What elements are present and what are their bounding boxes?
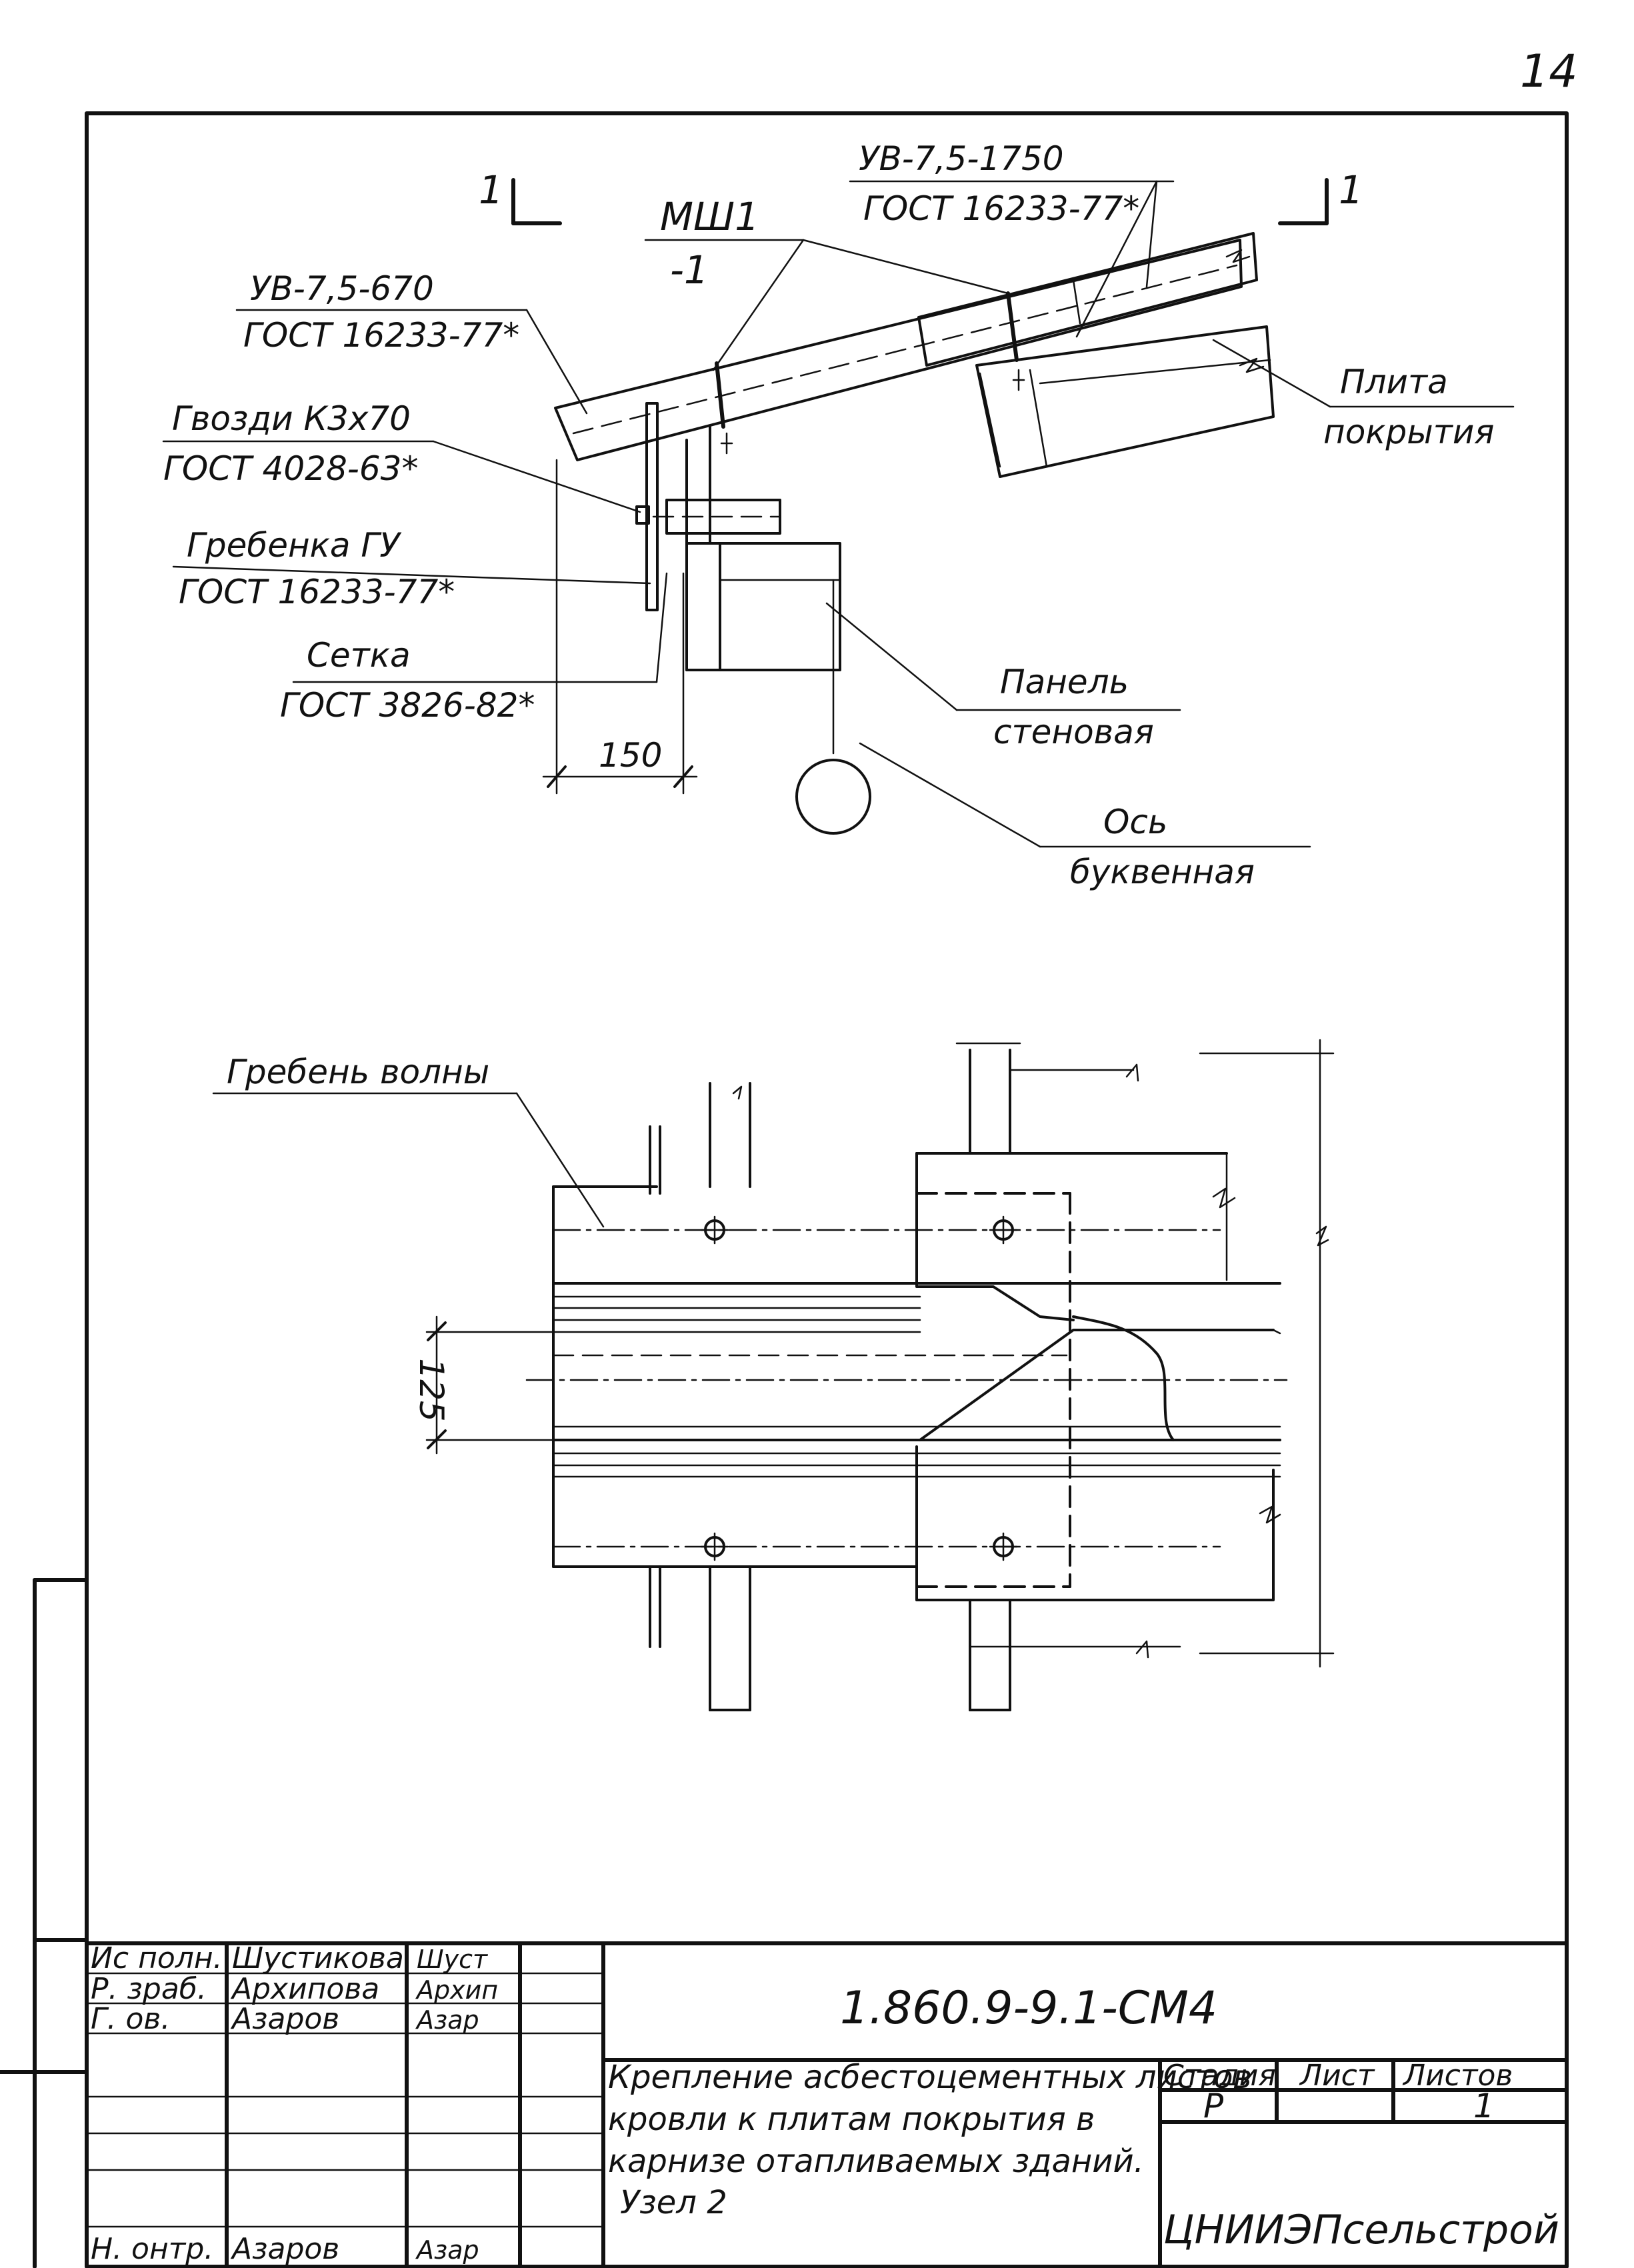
section-mark-left: 1	[479, 167, 562, 225]
title-line-4: Узел 2	[620, 2184, 727, 2221]
comb-element	[635, 402, 659, 611]
role-1: Р. зраб.	[91, 1972, 207, 2006]
section-view: 1 1	[162, 139, 1515, 891]
svg-text:УВ-7,5-670: УВ-7,5-670	[250, 269, 434, 308]
svg-text:буквенная: буквенная	[1070, 853, 1255, 891]
title-line-3: карнизе отапливаемых зданий.	[608, 2143, 1144, 2180]
role-2-signature: Азар	[415, 2005, 479, 2035]
svg-text:ГОСТ 4028-63*: ГОСТ 4028-63*	[163, 449, 418, 488]
axis-circle	[795, 579, 871, 835]
svg-text:150: 150	[599, 736, 662, 775]
svg-text:МШ1: МШ1	[660, 194, 759, 239]
plan-sheet-lower	[525, 1185, 1288, 1568]
roof-sheet-upper	[917, 232, 1258, 367]
role-0-signature: Шуст	[417, 1945, 489, 1974]
fastener-right	[1006, 291, 1025, 391]
role-6: Н. онтр.	[91, 2232, 213, 2266]
label-ub-1750: УВ-7,5-1750 ГОСТ 16233-77*	[849, 139, 1175, 338]
sheets-value: 1	[1473, 2087, 1495, 2125]
svg-text:УВ-7,5-1750: УВ-7,5-1750	[859, 139, 1064, 178]
role-0: Ис полн.	[91, 1941, 223, 1975]
role-1-signature: Архип	[415, 1975, 498, 2005]
svg-text:ГОСТ 3826-82*: ГОСТ 3826-82*	[280, 686, 535, 725]
plan-dimension-right	[1199, 1039, 1335, 1668]
plan-battens	[649, 1042, 1181, 1711]
svg-text:ГОСТ 16233-77*: ГОСТ 16233-77*	[243, 316, 519, 355]
label-comb: Гребенка ГУ ГОСТ 16233-77*	[172, 526, 651, 611]
plan-view: 125 Гребень волны	[212, 1039, 1335, 1711]
wall-panel	[652, 425, 841, 671]
sheets-header: Листов	[1402, 2059, 1513, 2093]
title-line-1: Крепление асбестоцементных листов	[608, 2059, 1252, 2096]
fastener-left	[715, 361, 733, 455]
svg-text:1: 1	[479, 167, 503, 213]
label-msh1: МШ1 -1	[644, 194, 1009, 371]
label-panel: Панель стеновая	[825, 602, 1181, 751]
plan-bolts	[700, 1215, 1018, 1561]
role-2: Г. ов.	[91, 2002, 170, 2036]
roof-sheet-eave	[554, 239, 1243, 461]
section-mark-right: 1	[1278, 167, 1363, 225]
svg-text:покрытия: покрытия	[1323, 413, 1494, 451]
title-line-2: кровли к плитам покрытия в	[608, 2101, 1095, 2138]
svg-text:-1: -1	[670, 247, 709, 293]
drawing-frame	[85, 111, 1569, 2268]
document-code: 1.860.9-9.1-СМ4	[840, 1982, 1217, 2035]
dimension-150: 150	[542, 459, 698, 795]
svg-text:1: 1	[1339, 167, 1363, 213]
label-axis: Ось буквенная	[859, 742, 1311, 891]
svg-text:Сетка: Сетка	[307, 636, 411, 675]
roof-slab	[975, 325, 1275, 478]
label-crest: Гребень волны	[212, 1053, 605, 1228]
role-6-name: Азаров	[230, 2232, 339, 2266]
stage-header: Стадия	[1163, 2059, 1276, 2093]
svg-text:Гвозди К3х70: Гвозди К3х70	[172, 399, 411, 438]
role-1-name: Архипова	[230, 1972, 379, 2006]
binding-strip	[0, 1578, 89, 2268]
label-slab: Плита покрытия	[1212, 339, 1515, 451]
stage-value: Р	[1203, 2087, 1224, 2125]
page-number: 14	[1520, 45, 1578, 98]
title-block: Ис полн. Шустикова Шуст Р. зраб. Архипов…	[85, 1941, 1569, 2268]
plan-sheet-upper	[915, 1152, 1281, 1601]
svg-text:Гребенка ГУ: Гребенка ГУ	[187, 526, 402, 565]
sheet-header: Лист	[1299, 2059, 1375, 2093]
dimension-125: 125	[412, 1315, 555, 1455]
svg-text:ГОСТ 16233-77*: ГОСТ 16233-77*	[179, 573, 455, 611]
svg-text:125: 125	[412, 1358, 451, 1421]
organization: ЦНИИЭПсельстрой	[1163, 2207, 1559, 2253]
role-6-signature: Азар	[415, 2235, 479, 2265]
role-2-name: Азаров	[230, 2002, 339, 2036]
svg-text:Плита: Плита	[1340, 363, 1448, 401]
role-0-name: Шустикова	[232, 1941, 404, 1975]
label-mesh: Сетка ГОСТ 3826-82*	[280, 572, 668, 725]
svg-text:Панель: Панель	[1000, 663, 1129, 701]
svg-text:ГОСТ 16233-77*: ГОСТ 16233-77*	[863, 189, 1139, 228]
svg-text:Гребень волны: Гребень волны	[227, 1053, 489, 1091]
label-ub-670: УВ-7,5-670 ГОСТ 16233-77*	[235, 269, 588, 415]
svg-text:Ось: Ось	[1103, 803, 1167, 841]
svg-text:стеновая: стеновая	[993, 713, 1154, 751]
label-nails: Гвозди К3х70 ГОСТ 4028-63*	[162, 399, 641, 513]
